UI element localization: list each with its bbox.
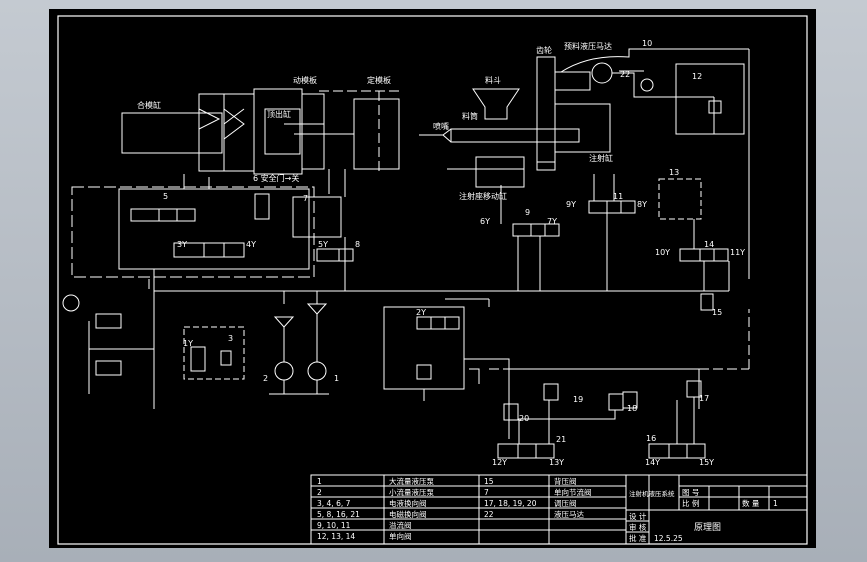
svg-text:5, 8, 16, 21: 5, 8, 16, 21 — [317, 510, 360, 519]
label-7: 7 — [303, 194, 308, 203]
label-nozzle: 喷嘴 — [433, 121, 449, 131]
gear — [536, 56, 556, 163]
svg-text:3, 4, 6, 7: 3, 4, 6, 7 — [317, 499, 351, 508]
label-19: 19 — [573, 395, 583, 404]
label-8: 8 — [355, 240, 360, 249]
label-moving-plate: 动模板 — [293, 75, 317, 85]
label-hopper: 料斗 — [485, 75, 501, 85]
label-inj-cyl: 注射缸 — [589, 153, 613, 163]
svg-text:电液换向阀: 电液换向阀 — [389, 498, 427, 508]
label-4y: 4Y — [246, 240, 256, 249]
eject-cylinder — [264, 108, 301, 155]
label-16: 16 — [646, 434, 656, 443]
label-5: 5 — [163, 192, 168, 201]
svg-text:1: 1 — [317, 477, 322, 486]
label-7y: 7Y — [547, 217, 557, 226]
label-eject-cyl: 顶出缸 — [267, 109, 291, 119]
title-block — [310, 474, 808, 545]
label-10y: 10Y — [655, 248, 670, 257]
svg-text:调压阀: 调压阀 — [554, 499, 577, 508]
svg-text:单向阀: 单向阀 — [389, 531, 412, 541]
svg-text:22: 22 — [484, 510, 494, 519]
label-12y: 12Y — [492, 458, 507, 467]
label-6y: 6Y — [480, 217, 490, 226]
svg-text:2: 2 — [317, 488, 322, 497]
label-barrel: 料筒 — [462, 111, 478, 121]
label-17: 17 — [699, 394, 709, 403]
label-15y: 15Y — [699, 458, 714, 467]
fixed-plate — [353, 98, 400, 170]
svg-text:单向节流阀: 单向节流阀 — [554, 487, 592, 497]
hydraulic-motor — [591, 62, 613, 84]
label-8y: 8Y — [637, 200, 647, 209]
drawing-title: 原理图 — [694, 522, 721, 533]
label-13: 13 — [669, 168, 679, 177]
hopper — [472, 88, 520, 120]
barrel — [450, 128, 580, 143]
svg-text:液压马达: 液压马达 — [554, 509, 584, 519]
small-pump — [274, 361, 294, 381]
svg-text:设 计: 设 计 — [629, 511, 647, 521]
svg-text:小流量液压泵: 小流量液压泵 — [389, 487, 434, 497]
svg-text:12.5.25: 12.5.25 — [654, 534, 683, 543]
label-18: 18 — [627, 404, 637, 413]
label-safety: 6 安全门→关 — [253, 173, 299, 183]
label-2y: 2Y — [416, 308, 426, 317]
label-3: 3 — [228, 334, 233, 343]
svg-text:电磁换向阀: 电磁换向阀 — [389, 509, 427, 519]
svg-text:大流量液压泵: 大流量液压泵 — [389, 476, 434, 486]
svg-text:数 量: 数 量 — [742, 498, 760, 508]
label-gear: 齿轮 — [536, 45, 552, 55]
project-name: 注射机液压系统 — [629, 489, 675, 498]
svg-text:12, 13, 14: 12, 13, 14 — [317, 532, 355, 541]
label-22: 22 — [620, 70, 630, 79]
label-21: 21 — [556, 435, 566, 444]
svg-text:溢流阀: 溢流阀 — [389, 520, 412, 530]
label-5y: 5Y — [318, 240, 328, 249]
label-14: 14 — [704, 240, 714, 249]
check-valve-12 — [675, 63, 745, 135]
clamp-cylinder — [121, 112, 223, 154]
label-seat-cyl: 注射座移动缸 — [459, 191, 507, 201]
label-15: 15 — [712, 308, 722, 317]
label-fixed-plate: 定模板 — [367, 75, 391, 85]
seat-cylinder — [475, 156, 525, 188]
svg-text:比 例: 比 例 — [682, 498, 699, 508]
large-pump — [307, 361, 327, 381]
label-10: 10 — [642, 39, 652, 48]
label-clamp-cyl: 合模缸 — [137, 100, 161, 110]
label-1y: 1Y — [183, 339, 193, 348]
label-9y: 9Y — [566, 200, 576, 209]
parts-table: 1 大流量液压泵 15 背压阀 2 小流量液压泵 7 单向节流阀 3, 4, 6… — [317, 476, 592, 541]
label-2: 2 — [263, 374, 268, 383]
drawing-border — [57, 15, 808, 545]
label-11: 11 — [613, 192, 623, 201]
svg-text:17, 18, 19, 20: 17, 18, 19, 20 — [484, 499, 537, 508]
label-14y: 14Y — [645, 458, 660, 467]
label-3y: 3Y — [177, 240, 187, 249]
label-20: 20 — [519, 414, 529, 423]
label-12: 12 — [692, 72, 702, 81]
label-13y: 13Y — [549, 458, 564, 467]
hydraulic-schematic: 预料液压马达 齿轮 10 22 料斗 料筒 喷嘴 动模板 定模板 合模缸 顶出缸… — [57, 15, 808, 545]
title-block-text: 注射机液压系统 设 计 审 核 批 准 12.5.25 图 号 比 例 数 量 … — [629, 488, 778, 543]
svg-text:背压阀: 背压阀 — [554, 476, 577, 486]
label-11y: 11Y — [730, 248, 745, 257]
svg-text:7: 7 — [484, 488, 489, 497]
svg-text:9, 10, 11: 9, 10, 11 — [317, 521, 351, 530]
label-pressure-cyl: 预料液压马达 — [564, 41, 612, 51]
svg-text:15: 15 — [484, 477, 494, 486]
svg-text:图 号: 图 号 — [682, 488, 699, 497]
svg-text:批 准: 批 准 — [629, 533, 647, 543]
label-9: 9 — [525, 208, 530, 217]
svg-text:审 核: 审 核 — [629, 522, 647, 532]
label-1: 1 — [334, 374, 339, 383]
drawing-sheet: 预料液压马达 齿轮 10 22 料斗 料筒 喷嘴 动模板 定模板 合模缸 顶出缸… — [49, 9, 816, 548]
svg-text:1: 1 — [773, 499, 778, 508]
